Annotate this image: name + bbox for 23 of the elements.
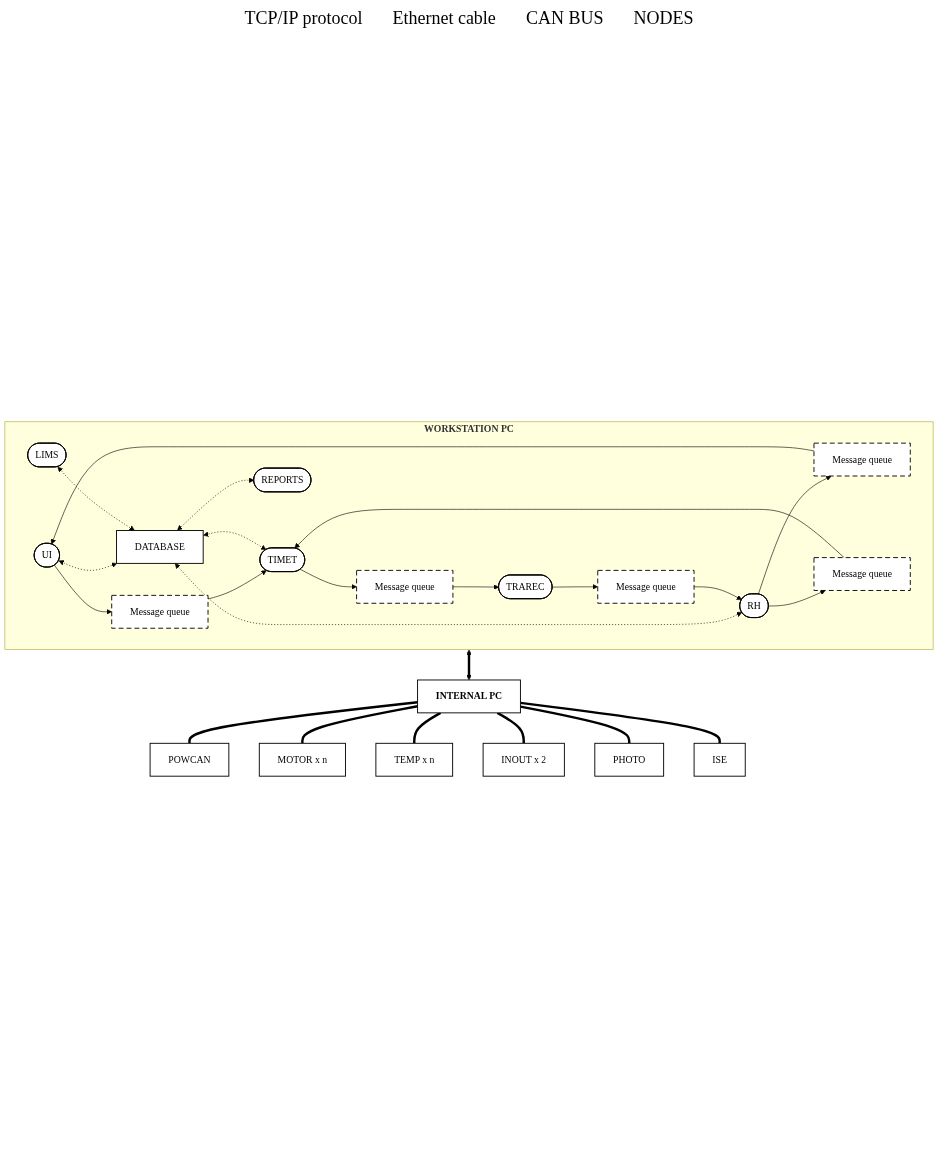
connector bbox=[188, 701, 418, 744]
node-box: INTERNAL PC bbox=[417, 679, 521, 714]
node-box: Message queue bbox=[813, 442, 911, 477]
node-box: Message queue bbox=[813, 557, 911, 591]
node-box: DATABASE bbox=[116, 530, 204, 564]
node-box: PHOTO bbox=[594, 742, 665, 777]
annotation-label: NODES bbox=[633, 8, 694, 29]
annotation-label: TCP/IP protocol bbox=[244, 8, 363, 29]
node-box: POWCAN bbox=[149, 742, 230, 777]
node-box: TEMP x n bbox=[375, 742, 454, 777]
node-box: MOTOR x n bbox=[258, 742, 346, 777]
annotation-label: Ethernet cable bbox=[392, 8, 496, 29]
node-box: Message queue bbox=[597, 569, 695, 604]
connector bbox=[413, 711, 442, 744]
connector bbox=[520, 701, 721, 744]
node-box: Message queue bbox=[111, 594, 209, 629]
node-box: ISE bbox=[693, 742, 746, 777]
annotation-label: CAN BUS bbox=[525, 8, 604, 29]
node-box: Message queue bbox=[356, 569, 454, 604]
connector bbox=[496, 711, 525, 744]
connector bbox=[301, 705, 418, 744]
arrow bbox=[466, 649, 472, 681]
node-box: INOUT x 2 bbox=[482, 742, 565, 777]
